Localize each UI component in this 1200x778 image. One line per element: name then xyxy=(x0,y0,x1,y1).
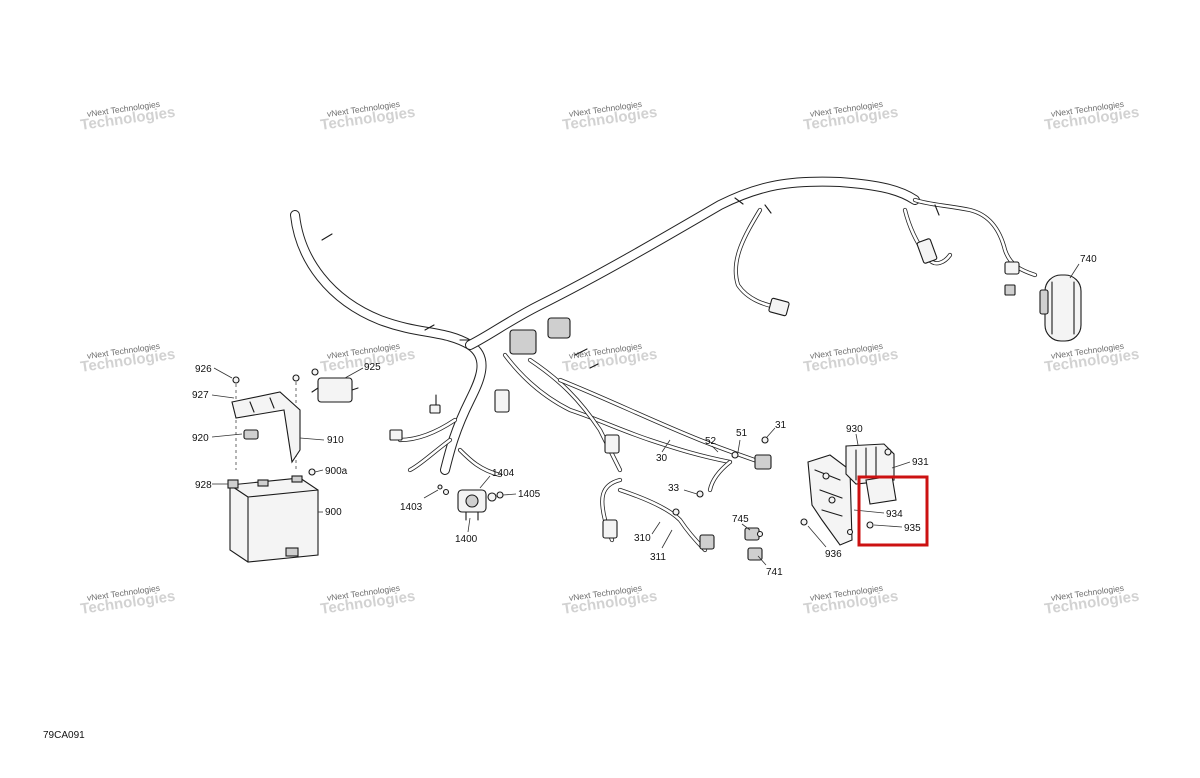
callout-928: 928 xyxy=(195,480,212,491)
callout-900a: 900a xyxy=(325,466,348,477)
callout-927: 927 xyxy=(192,390,209,401)
callout-31: 31 xyxy=(775,420,787,431)
callout-934: 934 xyxy=(886,509,903,520)
callout-310: 310 xyxy=(634,533,651,544)
watermark: Technologies vNext Technologies xyxy=(79,583,176,618)
watermark: Technologies vNext Technologies xyxy=(802,583,899,618)
upper-harness-wires xyxy=(733,197,1038,317)
watermark: Technologies vNext Technologies xyxy=(561,583,658,618)
watermark: Technologies vNext Technologies xyxy=(1043,341,1140,376)
watermark: Technologies vNext Technologies xyxy=(319,99,416,134)
part-740-module xyxy=(1039,274,1082,342)
battery-group xyxy=(227,368,359,563)
callout-930: 930 xyxy=(846,424,863,435)
callout-311: 311 xyxy=(650,552,666,563)
callout-936: 936 xyxy=(825,549,842,560)
callout-935: 935 xyxy=(904,523,921,534)
callout-920: 920 xyxy=(192,433,209,444)
callout-1405: 1405 xyxy=(518,489,541,500)
highlight-box xyxy=(857,475,929,547)
main-harness-trunk xyxy=(290,176,920,475)
watermark: Technologies vNext Technologies xyxy=(79,341,176,376)
callout-931: 931 xyxy=(912,457,929,468)
center-connector-cluster xyxy=(494,317,733,473)
figure-id: 79CA091 xyxy=(43,730,85,741)
part-745-741 xyxy=(744,527,764,561)
callout-741: 741 xyxy=(766,567,783,578)
callout-1403: 1403 xyxy=(400,502,423,513)
callout-745: 745 xyxy=(732,514,749,525)
callout-52: 52 xyxy=(705,436,717,447)
callout-910: 910 xyxy=(327,435,344,446)
watermark: Technologies vNext Technologies xyxy=(561,341,658,376)
callout-900: 900 xyxy=(325,507,342,518)
watermark: Technologies vNext Technologies xyxy=(1043,583,1140,618)
callout-51: 51 xyxy=(736,428,748,439)
controller-group xyxy=(800,443,897,546)
watermark: Technologies vNext Technologies xyxy=(802,341,899,376)
callout-30: 30 xyxy=(656,453,668,464)
callout-740: 740 xyxy=(1080,254,1097,265)
harness-310-311 xyxy=(600,477,715,553)
callout-1404: 1404 xyxy=(492,468,515,479)
callout-33: 33 xyxy=(668,483,680,494)
callout-925: 925 xyxy=(364,362,381,373)
lower-left-branches xyxy=(389,394,503,478)
watermark: Technologies vNext Technologies xyxy=(1043,99,1140,134)
part-1400-relay xyxy=(437,484,504,521)
watermark: Technologies vNext Technologies xyxy=(319,583,416,618)
watermark: Technologies vNext Technologies xyxy=(79,99,176,134)
callout-1400: 1400 xyxy=(455,534,478,545)
watermark: Technologies vNext Technologies xyxy=(561,99,658,134)
watermark: Technologies vNext Technologies xyxy=(802,99,899,134)
harness-30 xyxy=(557,377,772,493)
callout-926: 926 xyxy=(195,364,212,375)
